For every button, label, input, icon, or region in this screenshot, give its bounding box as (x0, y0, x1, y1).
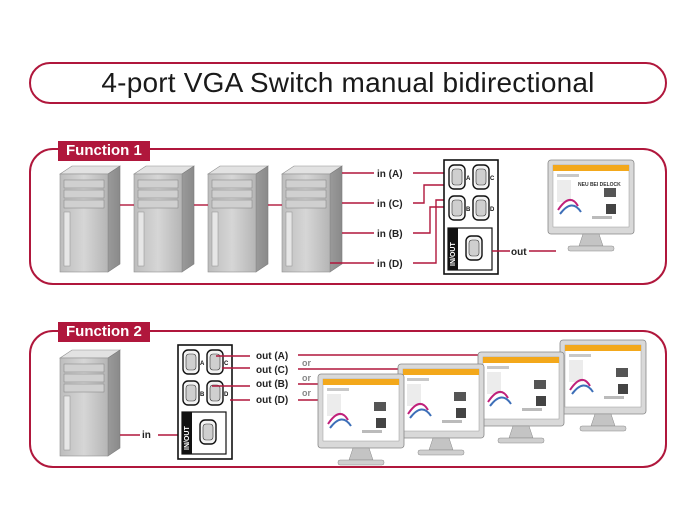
monitor-1 (547, 159, 635, 252)
port-letter-a: A (200, 361, 205, 367)
vga-port-a-icon (182, 349, 200, 375)
monitor-c (477, 351, 565, 444)
computer-a (59, 165, 121, 273)
inout-port-band (182, 412, 192, 454)
output-label-d: out (D) (256, 395, 288, 406)
page-title: 4-port VGA Switch manual bidirectional (101, 67, 595, 98)
vga-port-inout-icon (199, 419, 217, 445)
output-label-b: out (B) (256, 379, 288, 390)
vga-port-c-icon (472, 164, 490, 190)
port-letter-c: C (490, 176, 495, 182)
monitor-b (397, 363, 485, 456)
vga-port-b-icon (448, 195, 466, 221)
computer-d (281, 165, 343, 273)
input-label-d: in (D) (377, 259, 403, 270)
title-box: 4-port VGA Switch manual bidirectional (29, 62, 667, 104)
route-b (413, 206, 447, 234)
input-label-a: in (A) (377, 169, 403, 180)
route-c (413, 184, 447, 204)
inout-label: IN/OUT (184, 426, 191, 450)
vga-port-d-icon (472, 195, 490, 221)
output-label-a: out (A) (256, 351, 288, 362)
output-label-c: out (C) (256, 365, 288, 376)
port-letter-b: B (466, 207, 471, 213)
inout-label: IN/OUT (450, 242, 457, 266)
input-label-c: in (C) (377, 199, 403, 210)
computer-c (207, 165, 269, 273)
or-label-1: or (302, 358, 311, 368)
input-label-b: in (B) (377, 229, 403, 240)
vga-port-a-icon (448, 164, 466, 190)
inout-port-band (448, 228, 458, 270)
monitor-headline: NEU BEI DELOCK (578, 182, 621, 188)
vga-port-inout-icon (465, 235, 483, 261)
function-1-panel (29, 148, 667, 285)
computer-b (133, 165, 195, 273)
or-label-3: or (302, 388, 311, 398)
monitor-a (559, 339, 647, 432)
port-letter-d: D (224, 392, 229, 398)
port-letter-c: C (224, 361, 229, 367)
port-letter-b: B (200, 392, 205, 398)
vga-port-d-icon (206, 380, 224, 406)
port-letter-d: D (490, 207, 495, 213)
function-2-label: Function 2 (58, 322, 150, 342)
vga-port-b-icon (182, 380, 200, 406)
function-1-label: Function 1 (58, 141, 150, 161)
vga-port-c-icon (206, 349, 224, 375)
output-label: out (511, 247, 527, 258)
input-label: in (142, 430, 151, 441)
computer-source (59, 349, 121, 457)
or-label-2: or (302, 373, 311, 383)
function-2-panel (29, 330, 667, 468)
monitor-d (317, 373, 405, 466)
port-letter-a: A (466, 176, 471, 182)
